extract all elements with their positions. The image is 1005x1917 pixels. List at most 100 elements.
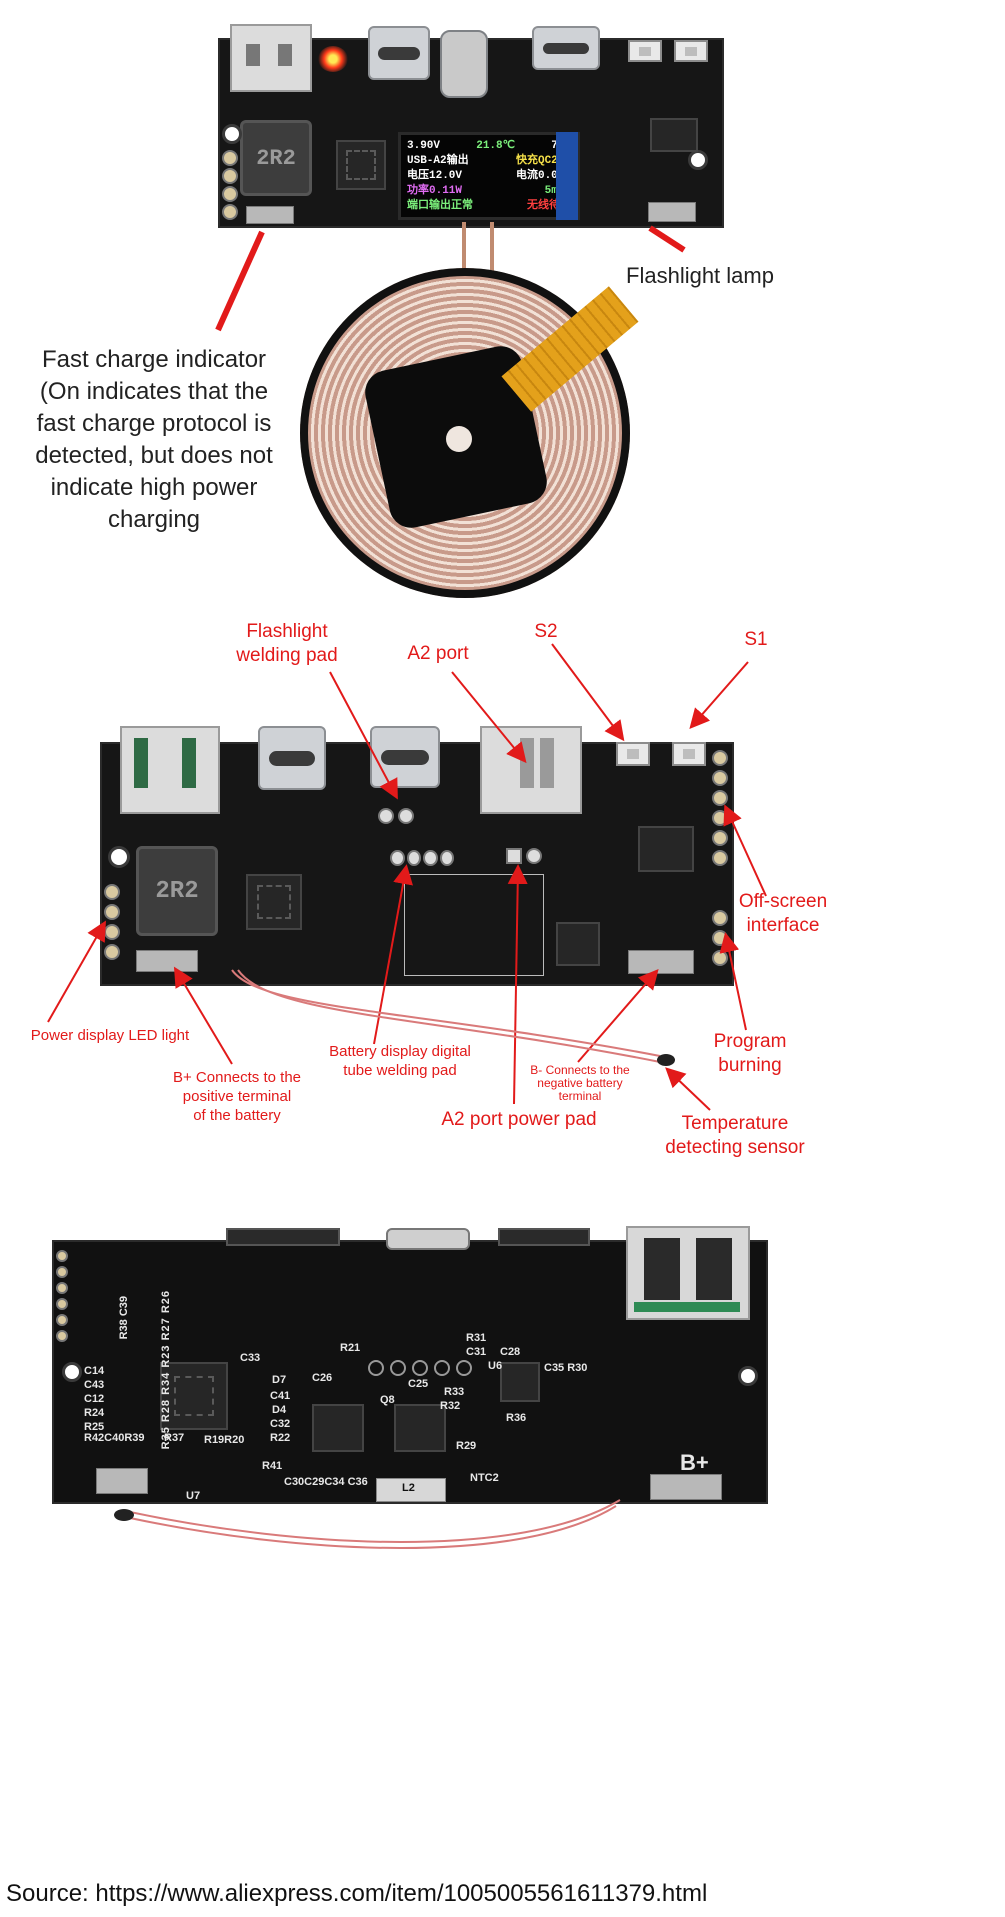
source-caption: Source: https://www.aliexpress.com/item/… [6,1880,708,1907]
bottom-b-plus-pad [650,1474,722,1500]
top-usb-c-port-2 [532,26,600,70]
top-b-minus-pad [648,202,696,222]
arrow-fast-charge [215,230,265,332]
bottom-sensor-wire-2 [129,1505,617,1549]
mid-chip-u1 [556,922,600,966]
silk-b-plus: B+ [680,1450,709,1475]
bottom-mount-hole-left [62,1362,82,1382]
mid-mount-hole [108,846,130,868]
mid-sensor-bead [657,1054,675,1066]
silk-r21: R21 [340,1342,361,1354]
silk-u7: U7 [186,1490,201,1502]
top-controller-chip [336,140,386,190]
top-flashlight-lamp [440,30,488,98]
digital-tube-pad [390,850,454,866]
label-program-burning: Program burning [713,1031,787,1076]
silk-u6: U6 [488,1360,503,1372]
silk-d7: D7 [272,1374,287,1386]
silk-vert-a: R38 C39 [118,1296,130,1340]
top-b-plus-pad [246,206,294,224]
mid-inductor: 2R2 [136,846,218,936]
top-mount-hole-left [222,124,242,144]
bottom-sensor-bead [114,1509,134,1521]
silk-c25: C25 [408,1378,429,1390]
mid-chip-right [638,826,694,872]
bottom-mosfet-2 [394,1404,446,1452]
silk-c26: C26 [312,1372,333,1384]
arrow-power-led [47,920,106,1023]
silk-r29: R29 [456,1440,477,1452]
label-temperature-sensor: Temperature detecting sensor [665,1113,805,1158]
silk-c31: C31 [466,1346,487,1358]
mid-button-s1 [672,742,706,766]
mid-led-header [104,884,120,960]
silk-c28: C28 [500,1346,521,1358]
silk-r31: R31 [466,1332,487,1344]
mid-off-screen-header [712,750,728,866]
bottom-left-pins [56,1250,68,1342]
lcd-status: 端口输出正常 [407,200,473,212]
fast-charge-led [318,46,348,72]
flashlight-pad [378,808,418,824]
bottom-qfn-chip [160,1362,228,1430]
arrow-s1 [689,661,749,730]
top-inductor: 2R2 [240,120,312,196]
silk-q8: Q8 [380,1394,395,1406]
lcd-power: 功率0.11W [407,185,463,197]
label-power-display-led: Power display LED light [30,1027,190,1044]
top-pin-header [222,150,238,220]
bottom-test-holes [368,1360,472,1376]
bottom-connector-3 [498,1228,590,1246]
label-a2-port-power-pad: A2 port power pad [441,1109,597,1130]
silk-r36: R36 [506,1412,527,1424]
bottom-mount-hole-right [738,1366,758,1386]
bottom-mosfet-1 [312,1404,364,1452]
top-mount-hole-right [688,150,708,170]
silk-r32: R32 [440,1400,461,1412]
silk-ntc2: NTC2 [470,1472,499,1484]
top-button-s2 [628,40,662,62]
label-b-minus-terminal: B- Connects to the negative battery term… [530,1063,630,1103]
lcd-volt-out: 电压12.0V [407,170,463,182]
mid-usb-a-port-1 [120,726,220,814]
label-fast-charge-indicator: Fast charge indicator (On indicates that… [35,346,273,533]
label-flashlight-welding-pad: Flashlight welding pad [236,621,338,666]
silk-vert-b: R35 R28 R34 R23 R27 R26 [160,1290,172,1450]
lcd-temp: 21.8℃ [476,140,515,152]
arrow-flashlight-lamp [648,225,686,253]
top-usb-c-port-1 [368,26,430,80]
silk-r19r20: R19R20 [204,1434,245,1446]
bottom-connector-2 [386,1228,470,1250]
bottom-usb-a-port [626,1226,750,1320]
silk-left-col: C14 C43 C12 R24 R25 [84,1365,105,1433]
silk-l2: L2 [402,1482,415,1494]
mid-button-s2 [616,742,650,766]
mid-usb-c-port-1 [258,726,326,790]
mid-b-plus-pad [136,950,198,972]
silk-c33: C33 [240,1352,261,1364]
top-button-s1 [674,40,708,62]
coil-wires [462,222,494,274]
label-b-plus-terminal: B+ Connects to the positive terminal of … [173,1069,301,1124]
label-a2-port: A2 port [407,643,469,664]
silk-d4: D4 [272,1404,287,1416]
label-s2: S2 [534,621,558,642]
bottom-sensor-wire [129,1499,621,1543]
silk-left-row: R42C40R39 [84,1432,145,1444]
label-off-screen-interface: Off-screen interface [738,891,828,936]
bottom-chip-u6 [500,1362,540,1402]
silk-r22: R22 [270,1432,291,1444]
bottom-left-pad [96,1468,148,1494]
silk-c32: C32 [270,1418,291,1430]
mid-usb-c-port-2 [370,726,440,788]
arrow-s2 [551,643,625,742]
silk-c35r30: C35 R30 [544,1362,588,1374]
lcd-voltage: 3.90V [407,140,441,152]
lcd-port: USB-A2输出 [407,155,469,167]
mid-controller-chip [246,874,302,930]
coil-center-hole [446,426,472,452]
silk-r37: R37 [164,1432,185,1444]
top-chip-right [650,118,698,152]
mid-program-header [712,910,728,966]
